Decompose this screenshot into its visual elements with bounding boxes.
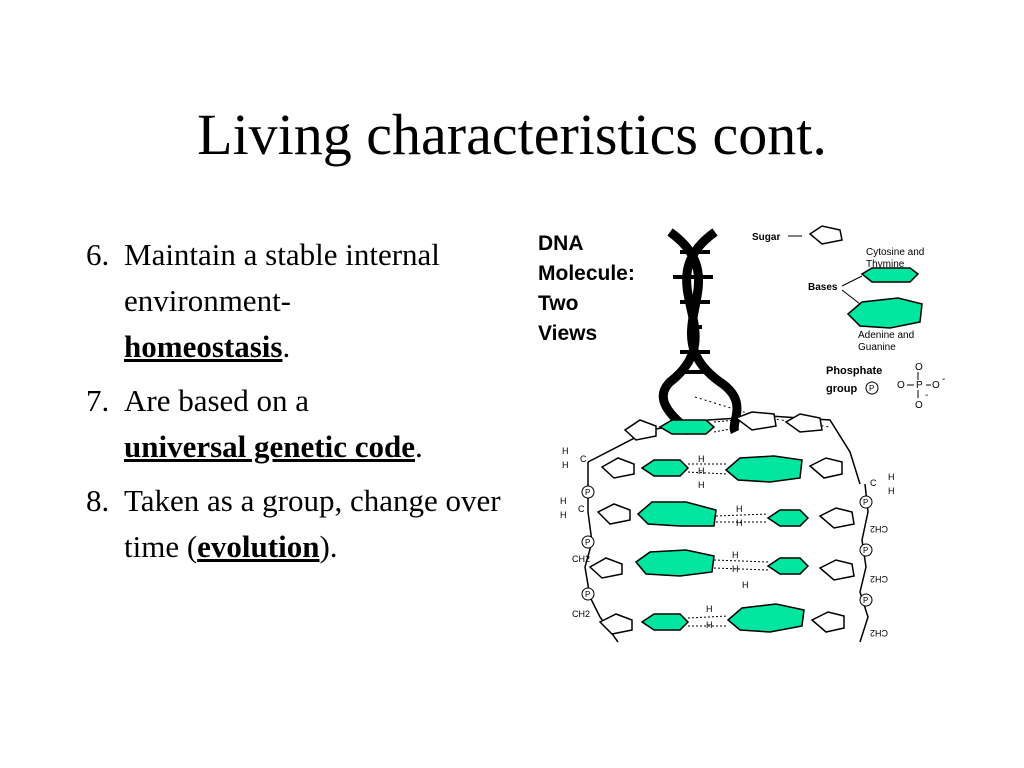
- slide-title: Living characteristics cont.: [197, 102, 827, 167]
- hydrogen-atoms: H H H H H H H H H H: [698, 454, 749, 630]
- purine-base-icon: [846, 297, 923, 329]
- item-keyword: evolution: [197, 529, 320, 564]
- ch2-group: CH2: [572, 554, 590, 564]
- item-keyword: universal genetic code: [124, 429, 416, 464]
- ch2-group: CH2: [870, 524, 888, 534]
- dna-heading-line4: Views: [538, 322, 597, 345]
- phosphate-p: P: [585, 590, 590, 599]
- charge-right: -: [942, 374, 945, 385]
- phosphate-p: P: [863, 546, 868, 555]
- dna-heading-line3: Two: [538, 292, 578, 315]
- atom-c: C: [580, 454, 587, 464]
- item-text: Taken as a group, change over time (: [124, 483, 501, 564]
- atom-h: H: [562, 446, 569, 456]
- phosphate-p: P: [863, 498, 868, 507]
- atom-h: H: [732, 564, 739, 574]
- atom-p-center: P: [916, 380, 923, 391]
- charge-bottom: -: [925, 390, 928, 401]
- cytosine-thymine-label-2: Thymine: [866, 259, 905, 270]
- phosphate-p: P: [863, 596, 868, 605]
- atom-h: H: [698, 466, 705, 476]
- atom-h: H: [736, 518, 743, 528]
- right-phosphates: [859, 495, 873, 607]
- atom-h: H: [698, 454, 705, 464]
- dna-rungs: [588, 411, 855, 635]
- atom-o-left: O: [897, 380, 905, 391]
- left-phosphates: [581, 485, 595, 601]
- item-number: 8.: [86, 483, 110, 518]
- atom-o-bottom: O: [915, 400, 923, 411]
- atom-o-right: O: [932, 380, 940, 391]
- adenine-guanine-label-1: Adenine and: [858, 330, 914, 341]
- dna-heading-line2: Molecule:: [538, 262, 635, 285]
- item-number: 7.: [86, 383, 110, 418]
- dna-heading-line1: DNA: [538, 232, 584, 255]
- phosphate-p: P: [585, 538, 590, 547]
- atom-c: C: [870, 478, 877, 488]
- atom-h: H: [706, 620, 713, 630]
- pyrimidine-base-icon: [860, 267, 920, 283]
- phosphate-label-2: group: [826, 383, 857, 395]
- ch2-group: CH2: [870, 574, 888, 584]
- atom-h: H: [560, 496, 567, 506]
- atom-h: H: [888, 486, 895, 496]
- ch2-group: CH2: [870, 628, 888, 638]
- atom-h: H: [560, 510, 567, 520]
- atom-h: H: [732, 550, 739, 560]
- dna-figure: DNA Molecule: Two Views Sugar Cytosine a…: [530, 222, 960, 662]
- characteristics-list: 6. Maintain a stable internal environment…: [86, 232, 506, 578]
- atom-o-top: O: [915, 362, 923, 373]
- item-number: 6.: [86, 237, 110, 272]
- phosphate-p: P: [585, 488, 590, 497]
- phosphate-p: P: [869, 384, 874, 393]
- sugar-label: Sugar: [752, 232, 780, 243]
- list-item: 8. Taken as a group, change over time (ev…: [86, 478, 506, 570]
- cytosine-thymine-label-1: Cytosine and: [866, 247, 924, 258]
- list-item: 6. Maintain a stable internal environment…: [86, 232, 506, 370]
- right-strand-atoms: C H H CH2 CH2 CH2: [870, 472, 895, 638]
- item-text: Are based on a: [124, 383, 310, 418]
- dna-diagram: DNA Molecule: Two Views Sugar Cytosine a…: [538, 225, 945, 643]
- phosphate-circle-icon: [865, 381, 879, 395]
- item-text-after: .: [415, 429, 423, 464]
- sugar-pentagon-icon: [808, 225, 843, 245]
- atom-h: H: [698, 480, 705, 490]
- atom-h: H: [888, 472, 895, 482]
- atom-h: H: [706, 604, 713, 614]
- adenine-guanine-label-2: Guanine: [858, 342, 896, 353]
- item-text: Maintain a stable internal environment-: [124, 237, 440, 318]
- item-text-after: .: [282, 329, 291, 364]
- atom-h: H: [742, 580, 749, 590]
- atom-h: H: [736, 504, 743, 514]
- atom-h: H: [562, 460, 569, 470]
- atom-c: C: [578, 504, 585, 514]
- bases-label: Bases: [808, 282, 838, 293]
- dna-backbone: [584, 415, 869, 643]
- left-strand-atoms: H H C H H C CH2 CH2: [560, 446, 590, 619]
- hydrogen-bonds: [687, 419, 769, 627]
- item-text-after: ).: [319, 529, 338, 564]
- item-keyword: homeostasis: [124, 329, 283, 364]
- dna-double-helix-icon: [658, 228, 831, 436]
- ch2-group: CH2: [572, 609, 590, 619]
- list-item: 7. Are based on a universal genetic code.: [86, 378, 506, 470]
- phosphate-label-1: Phosphate: [826, 365, 882, 377]
